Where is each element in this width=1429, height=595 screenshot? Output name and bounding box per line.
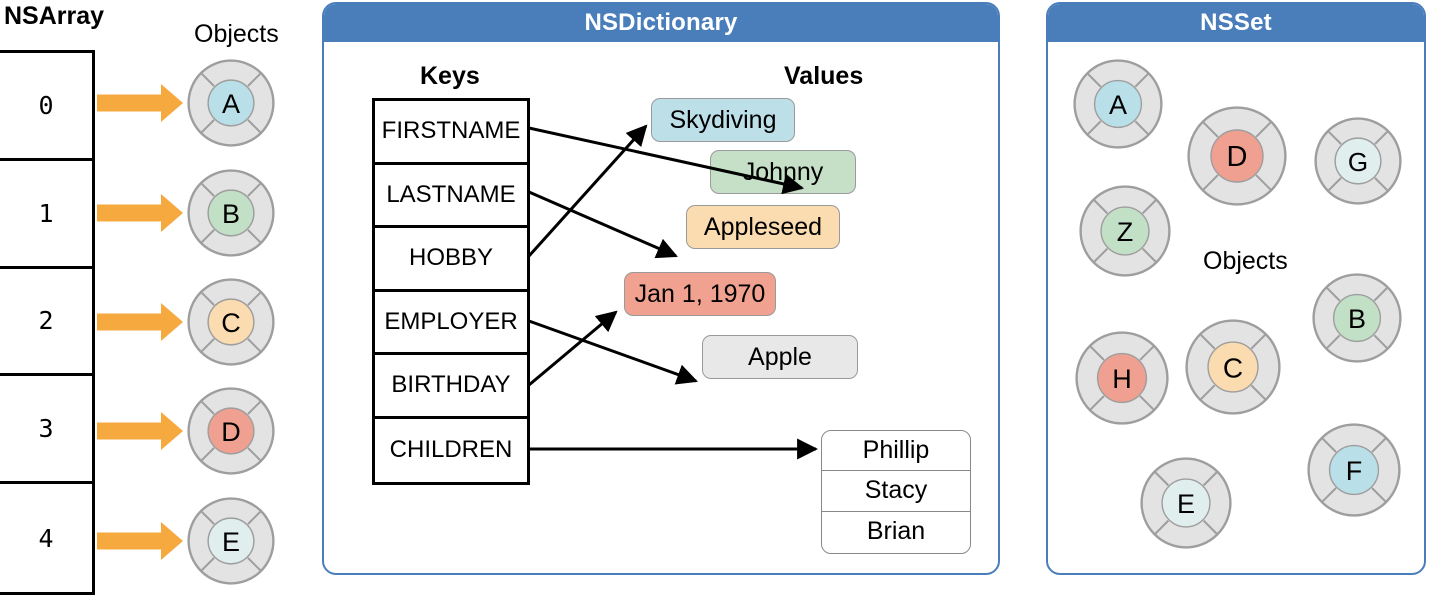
value-label: Johnny xyxy=(742,157,824,186)
key-cell[interactable]: FIRSTNAME xyxy=(375,101,527,165)
nsarray-index: 2 xyxy=(38,306,54,336)
svg-text:B: B xyxy=(222,199,240,229)
nsarray-title: NSArray xyxy=(4,2,105,30)
svg-text:B: B xyxy=(1348,304,1366,334)
child-name: Stacy xyxy=(864,476,928,505)
key-label: BIRTHDAY xyxy=(391,371,511,399)
key-cell[interactable]: LASTNAME xyxy=(375,165,527,228)
nsarray-arrow xyxy=(97,84,183,122)
nsarray-index: 1 xyxy=(38,198,54,228)
nsset-panel: NSSet Objects A D G Z B H C F E xyxy=(1046,2,1426,575)
value-label: Skydiving xyxy=(669,105,777,134)
svg-text:C: C xyxy=(221,308,241,338)
value-label: Appleseed xyxy=(703,212,823,241)
value-pill[interactable]: Johnny xyxy=(710,150,856,194)
key-label: LASTNAME xyxy=(386,180,516,208)
svg-text:G: G xyxy=(1348,147,1368,177)
key-label: EMPLOYER xyxy=(384,307,518,335)
nsarray-table: 0 1 2 3 4 xyxy=(0,50,95,595)
svg-text:A: A xyxy=(222,89,240,119)
nsarray-index: 4 xyxy=(38,523,54,553)
nsarray-cell[interactable]: 3 xyxy=(0,376,92,485)
key-label: HOBBY xyxy=(408,244,494,272)
svg-text:F: F xyxy=(1346,456,1363,486)
value-pill[interactable]: Appleseed xyxy=(686,205,840,249)
key-cell[interactable]: CHILDREN xyxy=(375,419,527,483)
nsset-body: Objects A D G Z B H C F E xyxy=(1048,42,1424,573)
nsarray-cell[interactable]: 1 xyxy=(0,161,92,269)
svg-text:D: D xyxy=(221,417,241,447)
nsarray-index: 0 xyxy=(38,90,54,120)
value-label: Apple xyxy=(748,342,812,371)
value-pill[interactable]: Apple xyxy=(702,335,858,379)
object-icon-f: F xyxy=(1307,423,1401,517)
object-icon-c: C xyxy=(1185,319,1281,415)
svg-text:H: H xyxy=(1112,364,1132,394)
value-pill[interactable]: Jan 1, 1970 xyxy=(624,272,776,316)
nsarray-arrow xyxy=(97,522,183,560)
keys-header: Keys xyxy=(420,62,480,90)
key-cell[interactable]: EMPLOYER xyxy=(375,292,527,355)
nsarray-cell[interactable]: 2 xyxy=(0,269,92,377)
object-icon-e: E xyxy=(1140,457,1232,549)
svg-text:E: E xyxy=(1177,489,1195,519)
object-icon-b: B xyxy=(187,169,275,257)
keys-table: FIRSTNAME LASTNAME HOBBY EMPLOYER BIRTHDAY CH… xyxy=(372,98,530,485)
children-row[interactable]: Phillip xyxy=(822,431,970,472)
svg-text:E: E xyxy=(222,527,240,557)
nsset-objects-label: Objects xyxy=(1203,247,1288,275)
children-row[interactable]: Brian xyxy=(822,512,970,552)
nsarray-objects-label: Objects xyxy=(194,20,279,48)
nsarray-cell[interactable]: 4 xyxy=(0,484,92,592)
object-icon-e: E xyxy=(187,497,275,585)
object-icon-d: D xyxy=(1187,106,1287,206)
object-icon-g: G xyxy=(1314,117,1402,205)
nsdictionary-header: NSDictionary xyxy=(324,4,998,42)
values-header: Values xyxy=(784,62,864,90)
nsset-header: NSSet xyxy=(1048,4,1424,42)
value-label: Jan 1, 1970 xyxy=(634,279,766,308)
object-icon-a: A xyxy=(1073,59,1163,149)
key-cell[interactable]: BIRTHDAY xyxy=(375,355,527,419)
object-icon-b: B xyxy=(1312,273,1402,363)
child-name: Phillip xyxy=(862,436,930,465)
value-pill[interactable]: Skydiving xyxy=(651,98,795,142)
nsarray-arrow xyxy=(97,303,183,341)
key-label: FIRSTNAME xyxy=(381,117,521,145)
nsdictionary-title: NSDictionary xyxy=(584,9,738,36)
object-icon-z: Z xyxy=(1079,185,1171,277)
object-icon-a: A xyxy=(187,59,275,147)
child-name: Brian xyxy=(866,517,926,546)
object-icon-d: D xyxy=(187,387,275,475)
svg-text:Z: Z xyxy=(1117,217,1134,247)
svg-text:D: D xyxy=(1227,141,1248,173)
nsarray-arrow xyxy=(97,194,183,232)
nsarray-cell[interactable]: 0 xyxy=(0,53,92,161)
nsdictionary-panel: NSDictionary Keys Values FIRSTNAME LASTNA… xyxy=(322,2,1000,575)
nsarray-arrow xyxy=(97,412,183,450)
svg-text:C: C xyxy=(1223,353,1243,384)
key-cell[interactable]: HOBBY xyxy=(375,228,527,292)
svg-text:A: A xyxy=(1109,90,1127,120)
object-icon-c: C xyxy=(187,278,275,366)
object-icon-h: H xyxy=(1075,331,1169,425)
nsdictionary-body: Keys Values FIRSTNAME LASTNAME HOBBY EMPLOY… xyxy=(324,42,998,573)
children-row[interactable]: Stacy xyxy=(822,471,970,512)
key-label: CHILDREN xyxy=(389,436,513,464)
nsset-title: NSSet xyxy=(1200,9,1272,36)
nsarray-index: 3 xyxy=(38,414,54,444)
